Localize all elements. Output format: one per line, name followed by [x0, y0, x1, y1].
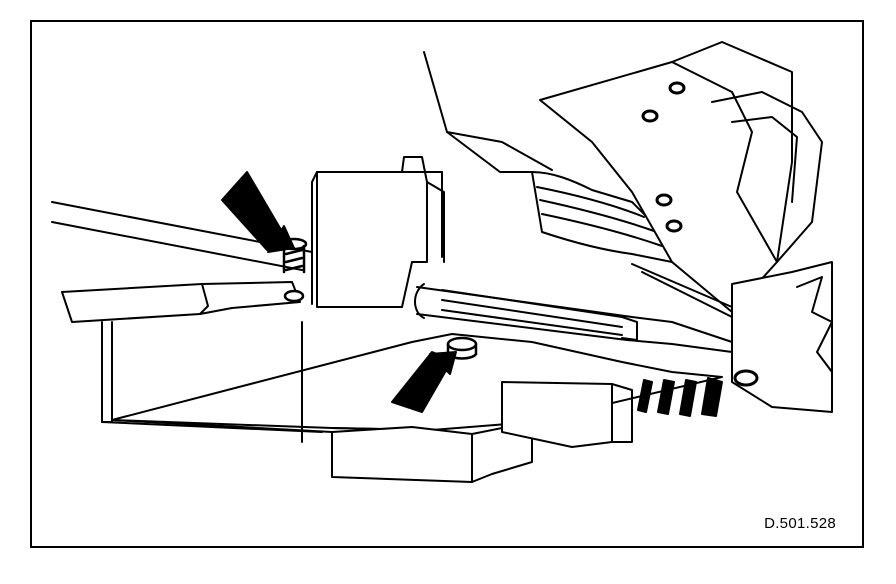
right-plate: [731, 261, 833, 413]
central-plate: [311, 156, 445, 308]
cable-lines: [631, 263, 733, 318]
mechanism-drawing: [51, 41, 833, 483]
lower-block: [301, 321, 633, 483]
bracket-hole: [641, 109, 659, 123]
bracket-hole: [665, 219, 683, 233]
arrow-icon-upper: [221, 171, 295, 253]
bracket-hole: [655, 193, 673, 207]
mounting-bracket: [539, 41, 823, 313]
diagram-frame: D.501.528: [30, 20, 864, 548]
plate-hole: [733, 369, 759, 387]
arrow-icon-lower: [391, 351, 457, 413]
direction-arrows-icon: [637, 377, 723, 417]
figure-reference-code: D.501.528: [764, 515, 836, 532]
long-shaft: [51, 201, 733, 353]
bracket-hole: [668, 81, 686, 95]
roller-stack: [531, 171, 673, 263]
